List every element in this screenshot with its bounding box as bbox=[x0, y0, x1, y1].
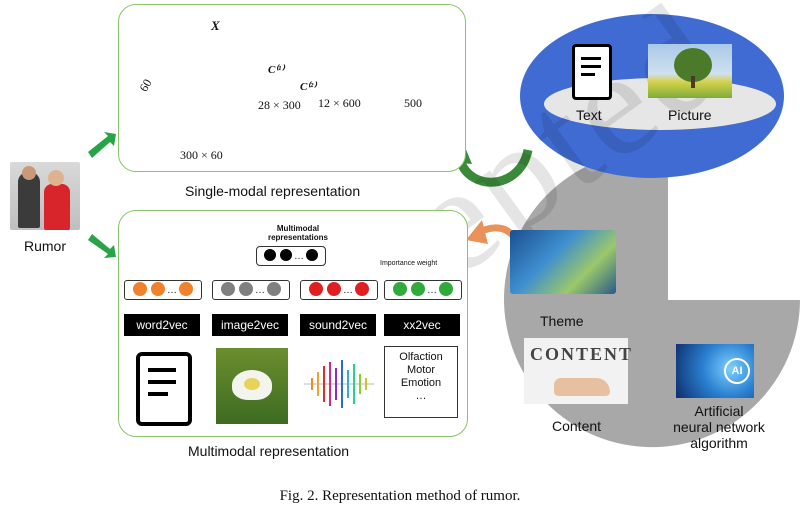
emotion-label: Emotion bbox=[400, 377, 442, 389]
document-large-icon bbox=[136, 352, 192, 426]
content-art-text: CONTENT bbox=[530, 344, 634, 364]
olfaction-label: Olfaction bbox=[399, 351, 443, 363]
xx-dot-row: … bbox=[384, 280, 462, 300]
tree-picture bbox=[648, 44, 732, 98]
importance-weight-label: Importance weight bbox=[380, 260, 438, 267]
motor-label: Motor bbox=[406, 364, 436, 376]
theme-label: Theme bbox=[540, 313, 584, 329]
ai-label-line2: neural network bbox=[673, 419, 765, 435]
figure-caption: Fig. 2. Representation method of rumor. bbox=[279, 488, 521, 504]
dim-300x60: 300 × 60 bbox=[180, 148, 223, 162]
word-dot-row: … bbox=[124, 280, 202, 300]
sound-wave-graphic bbox=[304, 360, 374, 408]
other-modalities-box: Olfaction Motor Emotion … bbox=[384, 346, 458, 418]
content-label: Content bbox=[552, 418, 602, 434]
document-icon bbox=[572, 44, 612, 100]
multimodal-title-line2: representations bbox=[267, 233, 329, 242]
lotus-image bbox=[216, 348, 288, 424]
top-ellipsis: … bbox=[294, 251, 304, 262]
ai-label-line3: algorithm bbox=[690, 435, 748, 451]
image2vec-box: image2vec bbox=[212, 314, 288, 336]
x-label: X bbox=[211, 18, 220, 33]
multimodal-output-node: … bbox=[256, 246, 326, 266]
multimodal-caption: Multimodal representation bbox=[188, 443, 350, 459]
person-whispering bbox=[18, 172, 40, 228]
rumor-photo bbox=[10, 162, 80, 230]
sound2vec-box: sound2vec bbox=[300, 314, 376, 336]
text-modality-label: Text bbox=[576, 107, 602, 123]
sound-ellipsis: … bbox=[343, 285, 353, 296]
person-head-2 bbox=[48, 170, 64, 186]
ai-badge: AI bbox=[724, 358, 750, 384]
green-curved-arrow bbox=[455, 148, 533, 187]
green-arrow-down bbox=[88, 234, 116, 258]
green-arrow-up bbox=[88, 132, 116, 158]
hand-shape bbox=[554, 378, 610, 396]
image-dot-row: … bbox=[212, 280, 290, 300]
dim-28x300: 28 × 300 bbox=[258, 98, 301, 112]
ai-label: Artificial neural network algorithm bbox=[664, 403, 774, 451]
c1-label: C⁽¹⁾ bbox=[268, 64, 285, 76]
xx2vec-box: xx2vec bbox=[384, 314, 460, 336]
sound-dot-row: … bbox=[300, 280, 378, 300]
multimodal-title-line1: Multimodal bbox=[276, 224, 320, 233]
image-ellipsis: … bbox=[255, 285, 265, 296]
dim-500: 500 bbox=[404, 96, 422, 110]
person-listening bbox=[44, 184, 70, 230]
more-modalities-label: … bbox=[415, 390, 427, 402]
theme-image bbox=[510, 230, 616, 294]
single-modal-caption: Single-modal representation bbox=[185, 183, 361, 199]
content-image: CONTENT bbox=[524, 338, 631, 404]
dim-12x600: 12 × 600 bbox=[318, 96, 361, 110]
orange-curved-arrowhead bbox=[466, 220, 488, 244]
word-ellipsis: … bbox=[167, 285, 177, 296]
single-modal-panel bbox=[118, 4, 466, 172]
multimodal-title: Multimodal representations bbox=[258, 224, 338, 242]
c2-label: C⁽²⁾ bbox=[300, 81, 317, 93]
xx-ellipsis: … bbox=[427, 285, 437, 296]
ai-label-line1: Artificial bbox=[694, 403, 744, 419]
sound-wave-image bbox=[300, 356, 378, 412]
ai-image: AI bbox=[676, 344, 754, 398]
person-head-1 bbox=[22, 166, 36, 180]
rumor-label: Rumor bbox=[24, 238, 67, 254]
word2vec-box: word2vec bbox=[124, 314, 200, 336]
picture-modality-label: Picture bbox=[668, 107, 712, 123]
